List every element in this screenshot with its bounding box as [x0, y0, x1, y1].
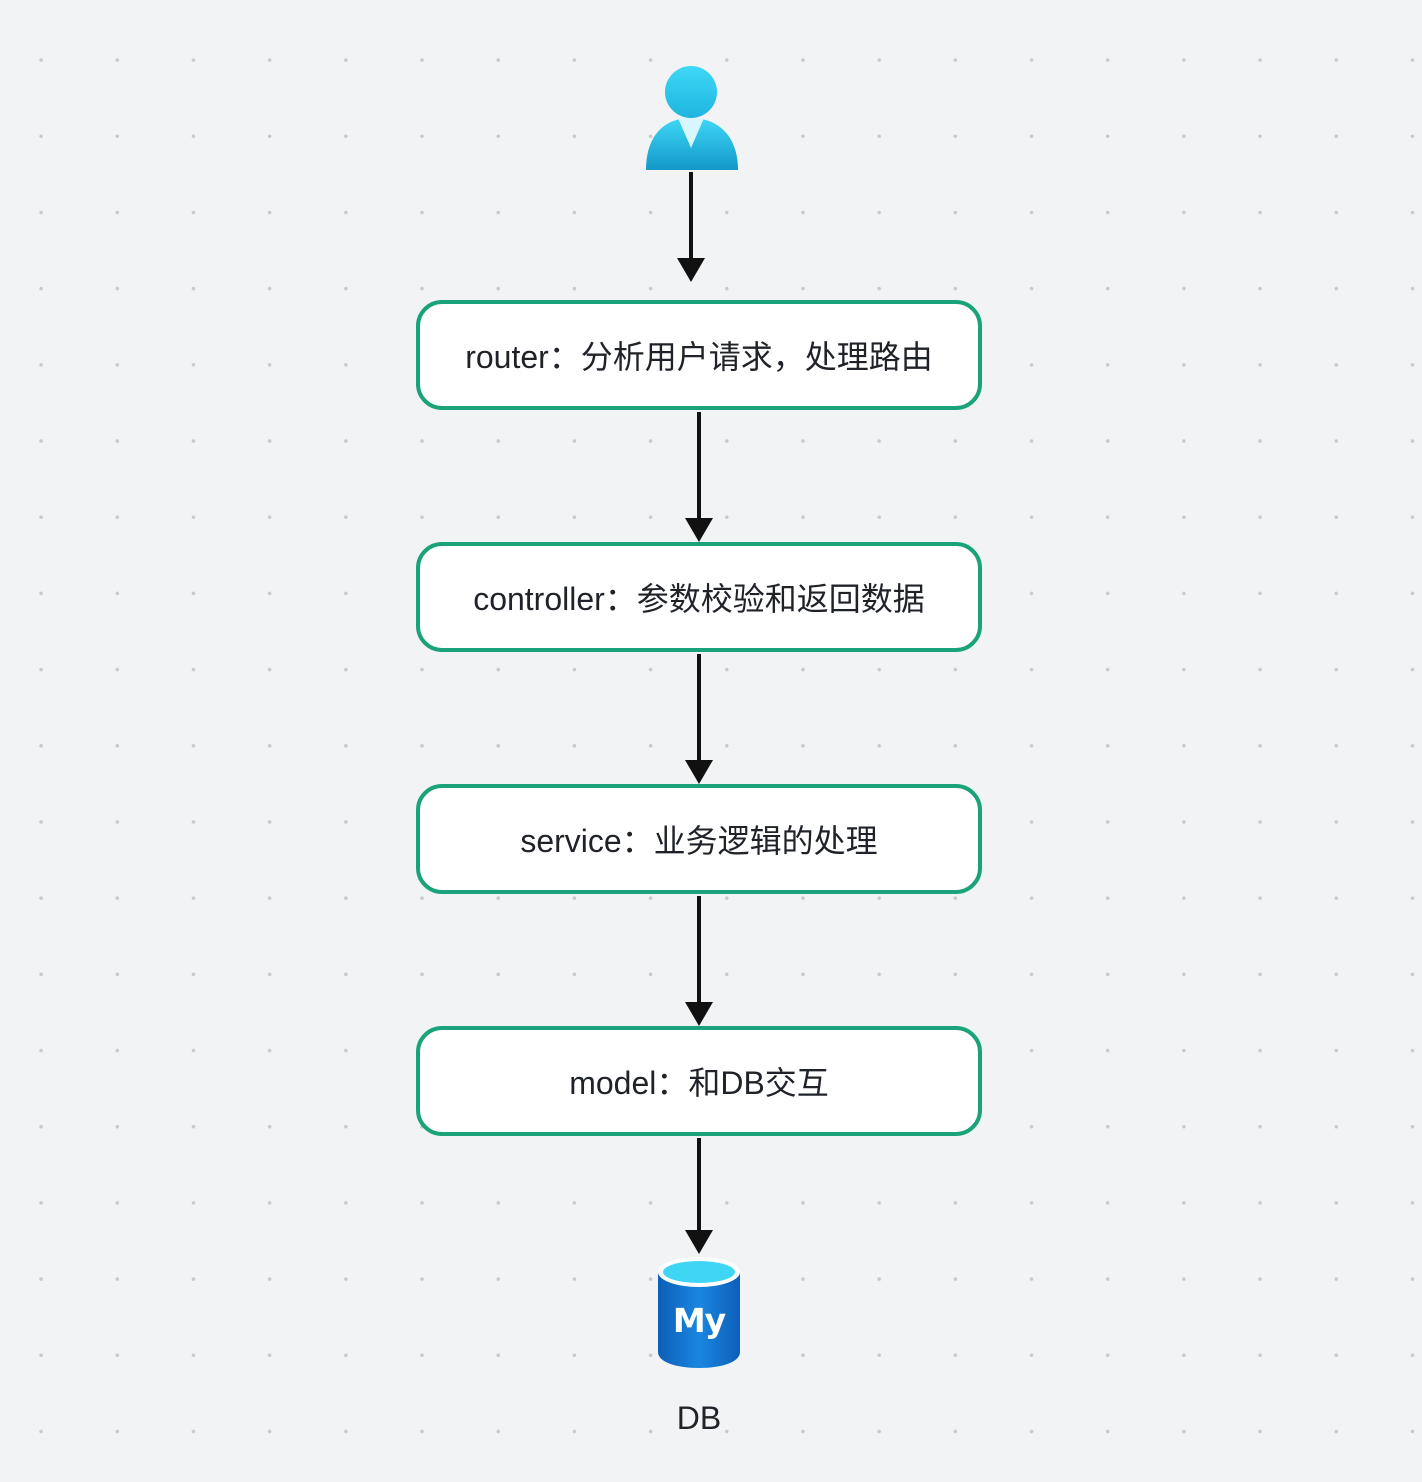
- controller-node[interactable]: controller：参数校验和返回数据: [416, 542, 982, 652]
- model-node[interactable]: model：和DB交互: [416, 1026, 982, 1136]
- service-node-label: service：业务逻辑的处理: [520, 823, 878, 859]
- arrowhead-model: [685, 1002, 713, 1026]
- mysql-database-icon[interactable]: My: [656, 1256, 742, 1368]
- user-icon[interactable]: [644, 66, 740, 172]
- db-icon-text: My: [673, 1301, 726, 1340]
- arrowhead-router: [677, 258, 705, 282]
- arrowhead-service: [685, 760, 713, 784]
- router-node[interactable]: router：分析用户请求，处理路由: [416, 300, 982, 410]
- service-node[interactable]: service：业务逻辑的处理: [416, 784, 982, 894]
- arrowhead-db: [685, 1230, 713, 1254]
- arrowhead-controller: [685, 518, 713, 542]
- router-node-label: router：分析用户请求，处理路由: [465, 339, 933, 375]
- model-node-label: model：和DB交互: [569, 1065, 829, 1101]
- controller-node-label: controller：参数校验和返回数据: [473, 581, 925, 617]
- db-label: DB: [676, 1400, 722, 1436]
